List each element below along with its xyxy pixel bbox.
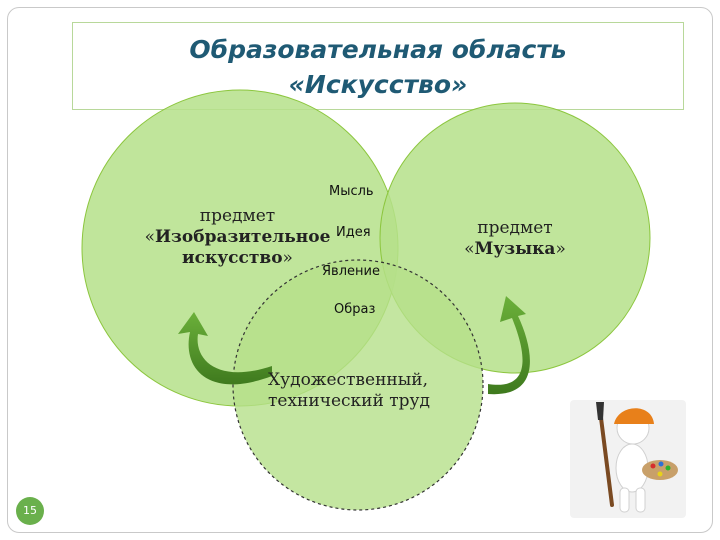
label-fine-art-name-1: Изобразительное bbox=[154, 227, 331, 247]
label-fine-art: предмет «Изобразительное искусство» bbox=[135, 206, 340, 269]
label-labor-line-1: Художественный, bbox=[268, 370, 428, 390]
title-box: Образовательная область «Искусство» bbox=[72, 22, 684, 110]
label-music: предмет «Музыка» bbox=[440, 218, 590, 260]
slide-title-line-1: Образовательная область bbox=[189, 35, 567, 64]
label-fine-art-prefix: предмет bbox=[199, 206, 276, 226]
slide-title-line-2: «Искусство» bbox=[288, 70, 468, 99]
arrow-right bbox=[488, 296, 530, 395]
page-number-badge: 15 bbox=[16, 497, 44, 525]
keyword-thought: Мысль bbox=[329, 184, 374, 199]
arrow-left bbox=[178, 312, 272, 385]
label-labor-line-2: технический труд bbox=[268, 391, 430, 411]
keyword-image: Образ bbox=[334, 302, 376, 317]
keyword-idea: Идея bbox=[336, 225, 371, 240]
label-music-name: Музыка bbox=[474, 239, 556, 259]
label-fine-art-name-2: искусство bbox=[182, 248, 283, 268]
label-music-prefix: предмет bbox=[477, 218, 553, 238]
painter-illustration bbox=[570, 400, 686, 518]
keyword-phenomenon: Явление bbox=[322, 264, 380, 279]
label-labor: Художественный, технический труд bbox=[268, 370, 468, 412]
circle-labor bbox=[232, 259, 484, 511]
